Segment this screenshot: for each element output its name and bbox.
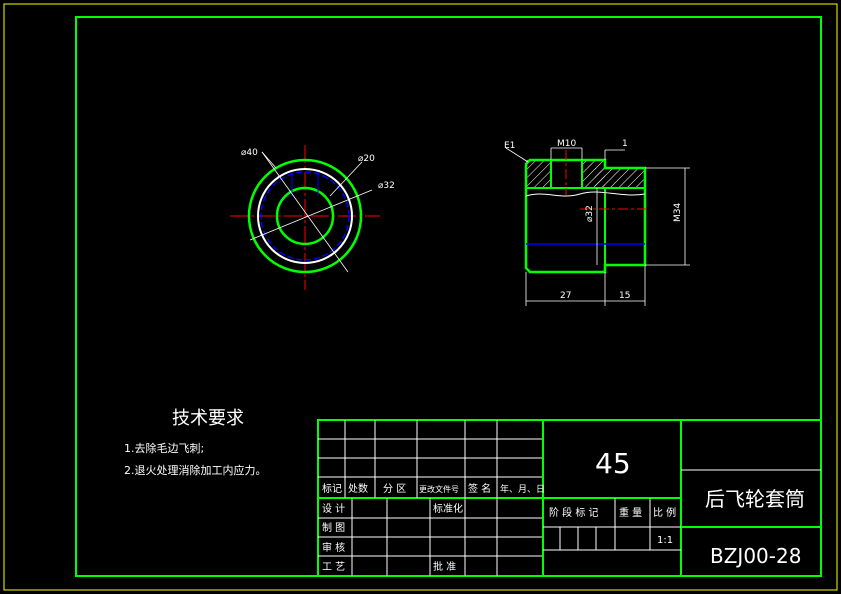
thread-top-label: M10 bbox=[557, 139, 576, 149]
front-view: ⌀40 ⌀20 ⌀32 bbox=[230, 145, 395, 290]
row-label-draw: 制 图 bbox=[322, 521, 345, 534]
title-block-text: 标记 处数 分 区 更改文件号 签 名 年、月、日 设 计 制 图 审 核 工 … bbox=[322, 447, 805, 573]
tech-req-item-2: 2.退火处理消除加工内应力。 bbox=[124, 463, 267, 477]
row-label-design: 设 计 bbox=[322, 502, 345, 515]
step-label: 1 bbox=[622, 139, 628, 149]
dim-mid-label: ⌀32 bbox=[378, 181, 395, 191]
header-cell-4: 更改文件号 bbox=[419, 484, 459, 494]
weight-label: 重 量 bbox=[619, 506, 642, 519]
tech-req-item-1: 1.去除毛边飞刺; bbox=[124, 441, 204, 455]
chamfer-label: E1 bbox=[504, 141, 515, 151]
row-label-process: 工 艺 bbox=[322, 561, 345, 573]
dia-left-label: ⌀32 bbox=[585, 205, 595, 222]
material-label: 45 bbox=[595, 447, 631, 480]
section-view: E1 M10 1 ⌀32 M34 27 15 bbox=[504, 139, 690, 306]
drawing-number: BZJ00-28 bbox=[710, 544, 801, 568]
stage-mark-label: 阶 段 标 记 bbox=[549, 506, 599, 519]
dia-right-label: M34 bbox=[673, 203, 683, 222]
outer-border bbox=[3, 3, 838, 591]
tech-requirements: 技术要求 1.去除毛边飞刺; 2.退火处理消除加工内应力。 bbox=[124, 408, 267, 477]
header-cell-1: 标记 bbox=[322, 483, 342, 495]
header-cell-3: 分 区 bbox=[383, 483, 406, 495]
approval-label: 批 准 bbox=[433, 560, 456, 573]
ratio-label: 比 例 bbox=[653, 506, 676, 519]
part-name: 后飞轮套筒 bbox=[705, 487, 805, 511]
len-right-label: 15 bbox=[619, 291, 630, 301]
dim-outer-label: ⌀40 bbox=[241, 148, 258, 158]
header-cell-5: 签 名 bbox=[468, 482, 491, 495]
dim-inner-label: ⌀20 bbox=[358, 154, 375, 164]
header-cell-6: 年、月、日 bbox=[500, 483, 545, 495]
title-block bbox=[317, 419, 822, 577]
scale-value: 1:1 bbox=[657, 535, 673, 546]
header-cell-2: 处数 bbox=[348, 482, 368, 495]
tech-req-title: 技术要求 bbox=[172, 408, 244, 429]
standardization-label: 标准化 bbox=[433, 502, 463, 515]
row-label-check: 审 核 bbox=[322, 541, 345, 554]
len-left-label: 27 bbox=[560, 291, 571, 301]
